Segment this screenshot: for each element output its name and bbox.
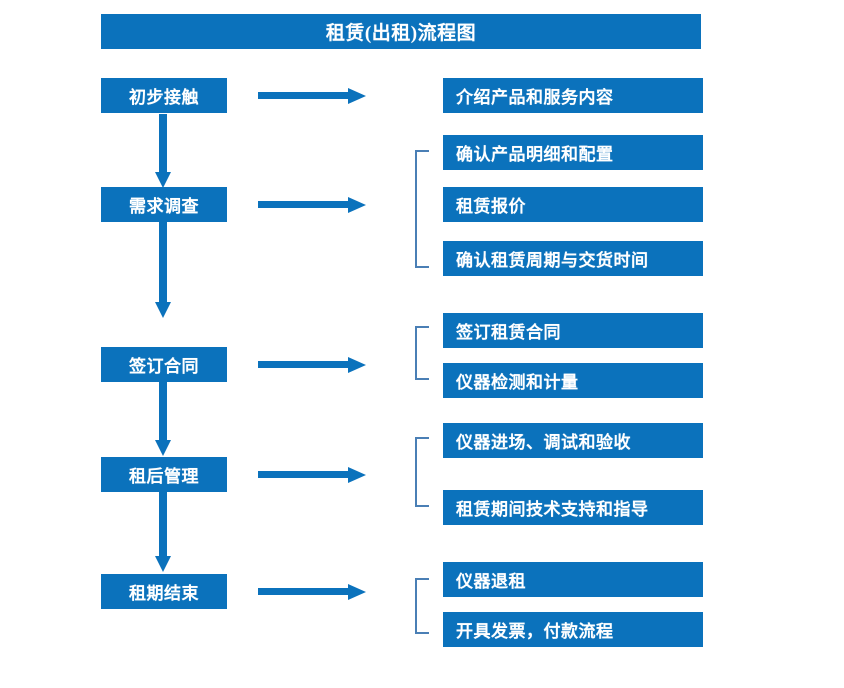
stage-box-2[interactable]: 签订合同: [101, 347, 227, 382]
horizontal-arrow-4: [258, 581, 368, 603]
detail-box-8[interactable]: 仪器退租: [443, 562, 703, 597]
horizontal-arrow-2: [258, 354, 368, 376]
stage-box-4[interactable]: 租期结束: [101, 574, 227, 609]
detail-box-2[interactable]: 租赁报价: [443, 187, 703, 222]
vertical-arrow-4: [152, 492, 174, 574]
detail-box-6[interactable]: 仪器进场、调试和验收: [443, 423, 703, 458]
detail-box-7[interactable]: 租赁期间技术支持和指导: [443, 490, 703, 525]
detail-box-9[interactable]: 开具发票，付款流程: [443, 612, 703, 647]
group-bracket-rental-end: [415, 578, 429, 634]
horizontal-arrow-3: [258, 464, 368, 486]
vertical-arrow-2: [152, 222, 174, 320]
group-bracket-needs-survey: [415, 150, 429, 268]
diagram-title: 租赁(出租)流程图: [101, 14, 701, 49]
vertical-arrow-3: [152, 382, 174, 458]
vertical-arrow-1: [152, 114, 174, 190]
horizontal-arrow-0: [258, 85, 368, 107]
detail-box-4[interactable]: 签订租赁合同: [443, 313, 703, 348]
group-bracket-sign-contract: [415, 326, 429, 380]
group-bracket-post-rental: [415, 437, 429, 507]
stage-box-3[interactable]: 租后管理: [101, 457, 227, 492]
detail-box-0[interactable]: 介绍产品和服务内容: [443, 78, 703, 113]
horizontal-arrow-1: [258, 194, 368, 216]
stage-box-0[interactable]: 初步接触: [101, 78, 227, 113]
detail-box-5[interactable]: 仪器检测和计量: [443, 363, 703, 398]
detail-box-1[interactable]: 确认产品明细和配置: [443, 135, 703, 170]
detail-box-3[interactable]: 确认租赁周期与交货时间: [443, 241, 703, 276]
stage-box-1[interactable]: 需求调查: [101, 187, 227, 222]
